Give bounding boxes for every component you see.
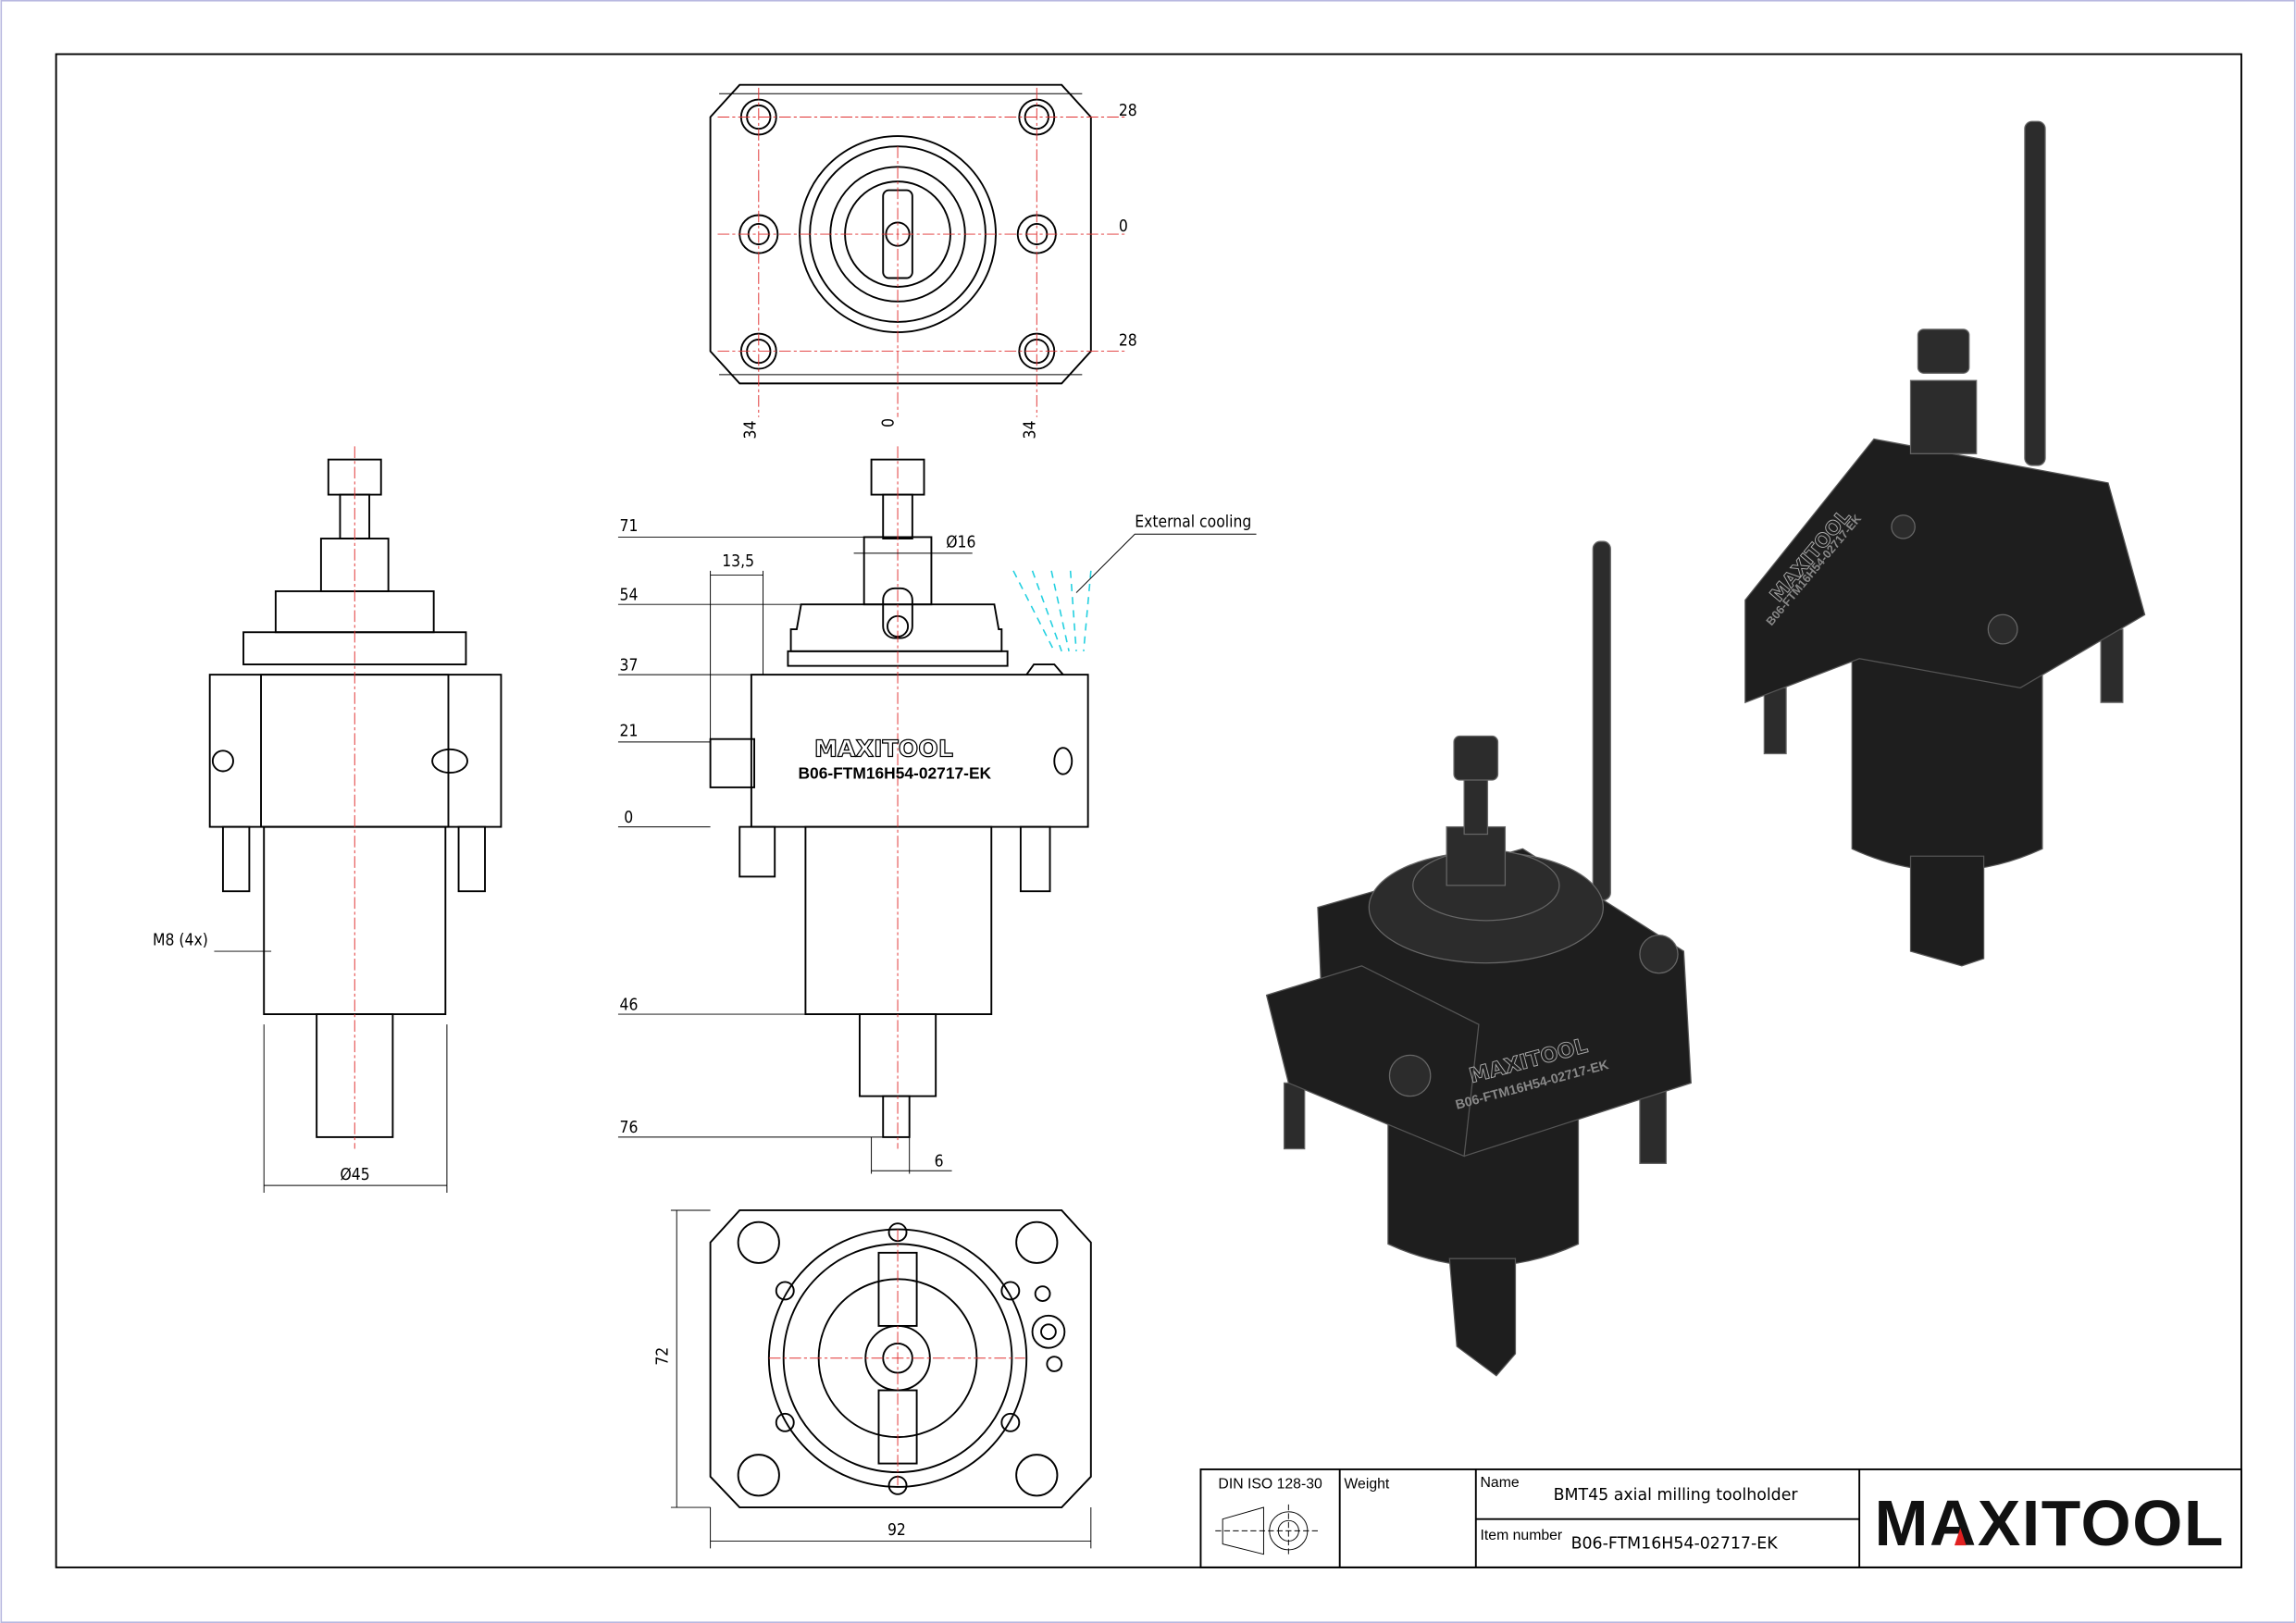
render-view-back: MAXITOOL B06-FTM16H54-02717-EK <box>1744 120 2146 967</box>
top-view: 28 0 28 34 0 34 <box>709 83 1137 440</box>
height-dim-21: 21 <box>620 723 639 741</box>
top-dim-right-3: 28 <box>1119 331 1137 350</box>
height-dim-46: 46 <box>620 996 639 1014</box>
render-view-front: MAXITOOL B06-FTM16H54-02717-EK <box>1265 540 1692 1377</box>
name-label: Name <box>1481 1475 1520 1491</box>
bottom-height-dim: 72 <box>654 1347 673 1366</box>
top-dim-right-1: 28 <box>1119 102 1137 120</box>
projection-symbol-icon <box>1215 1504 1318 1557</box>
drawing-frame <box>55 53 2242 1568</box>
height-dim-0: 0 <box>624 809 633 827</box>
name-value: BMT45 axial milling toolholder <box>1554 1486 1799 1505</box>
external-cooling-label: External cooling <box>1135 513 1251 531</box>
bottom-width-dim: 92 <box>887 1521 906 1540</box>
width-dim-13-5: 13,5 <box>722 552 754 571</box>
standard-label: DIN ISO 128-30 <box>1218 1476 1322 1492</box>
top-dim-bottom-3: 34 <box>1022 421 1040 440</box>
item-number-label: Item number <box>1481 1528 1563 1543</box>
height-dim-76: 76 <box>620 1119 639 1137</box>
engraving-brand: MAXITOOL <box>814 736 953 762</box>
maxitool-logo: MAXITOOL <box>1874 1487 2225 1559</box>
diameter-45-label: Ø45 <box>340 1166 369 1184</box>
front-view: 71 54 37 21 0 46 76 13,5 Ø16 6 External … <box>617 446 1257 1174</box>
top-dim-bottom-2: 0 <box>879 418 898 427</box>
top-dim-bottom-1: 34 <box>742 421 761 440</box>
weight-label: Weight <box>1344 1476 1389 1492</box>
engraving-item: B06-FTM16H54-02717-EK <box>798 763 991 782</box>
title-block: DIN ISO 128-30 Weight Name BMT45 axial m… <box>1199 1468 2242 1568</box>
top-dim-right-2: 0 <box>1119 217 1128 236</box>
height-dim-54: 54 <box>620 586 639 604</box>
height-dim-71: 71 <box>620 517 639 536</box>
svg-text:MAXITOOL: MAXITOOL <box>1874 1487 2225 1559</box>
thread-label: M8 (4x) <box>153 932 208 950</box>
width-dim-6: 6 <box>935 1153 944 1171</box>
item-number-value: B06-FTM16H54-02717-EK <box>1571 1534 1779 1553</box>
diameter-16-label: Ø16 <box>946 534 975 552</box>
bottom-view: 72 92 <box>654 1209 1092 1549</box>
height-dim-37: 37 <box>620 656 639 675</box>
